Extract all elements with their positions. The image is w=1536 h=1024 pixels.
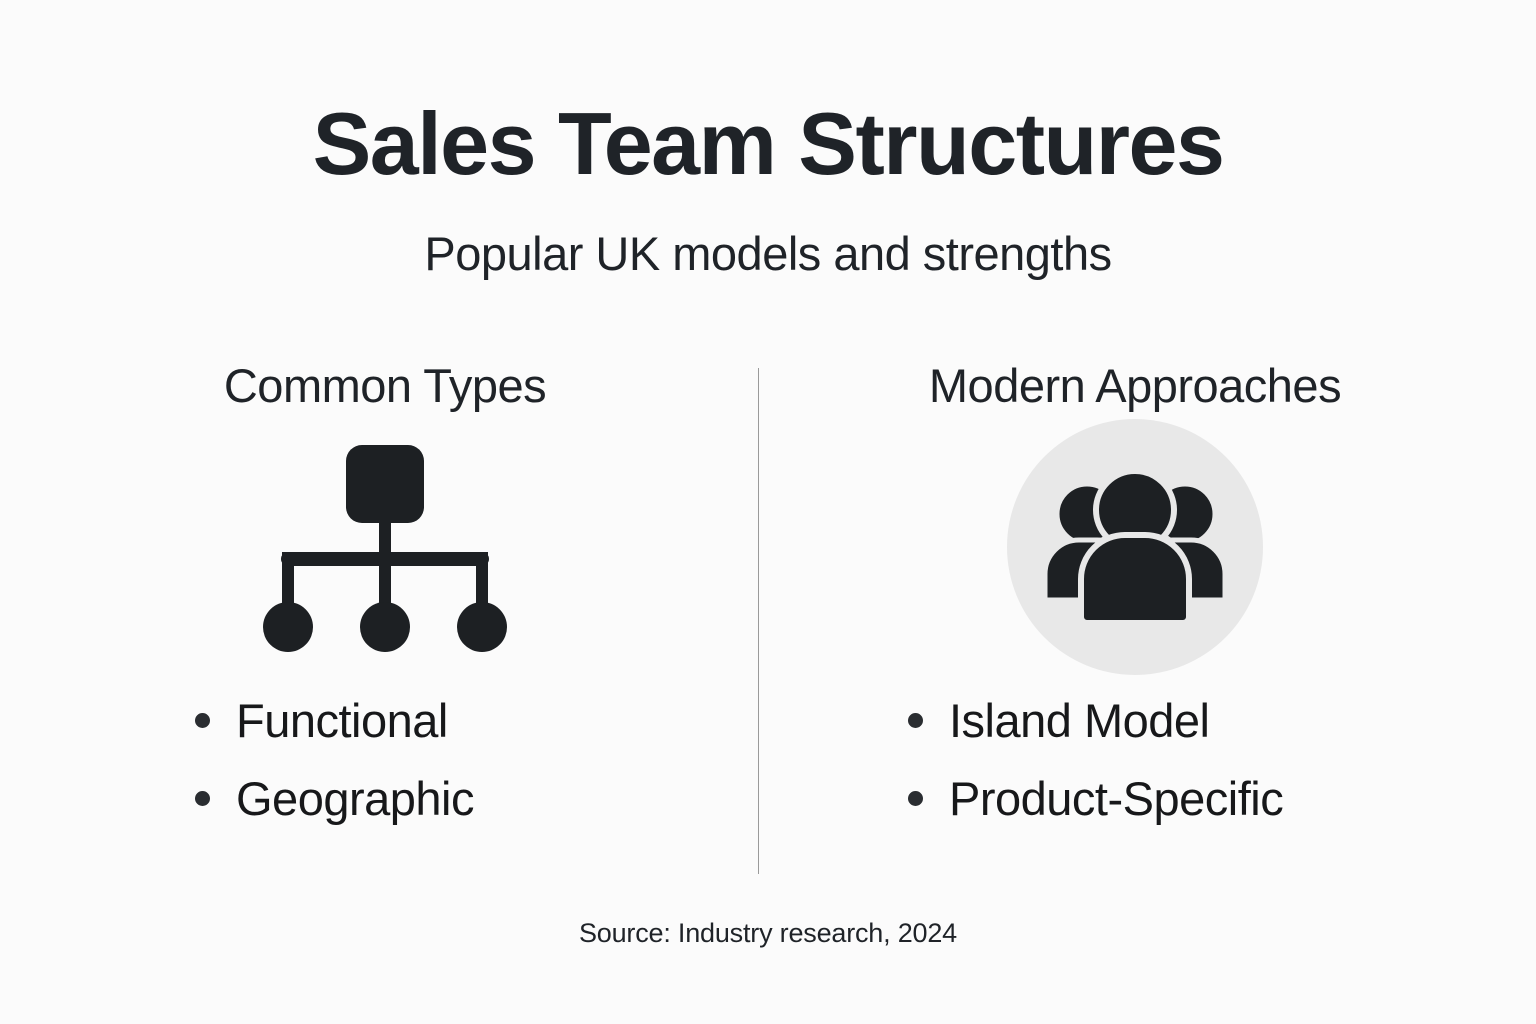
column-modern-approaches: Modern Approaches <box>790 360 1480 838</box>
page-title: Sales Team Structures <box>312 94 1225 193</box>
list-item: Functional <box>195 682 730 760</box>
column-heading-modern-approaches: Modern Approaches <box>928 359 1342 412</box>
bullet-label: Functional <box>236 694 448 748</box>
column-divider <box>758 368 759 874</box>
list-item: Product-Specific <box>908 760 1480 838</box>
list-item: Island Model <box>908 682 1480 760</box>
org-chart-icon <box>263 444 507 652</box>
bullet-dot-icon <box>195 791 210 807</box>
source-note: Source: Industry research, 2024 <box>578 918 957 948</box>
column-heading-common-types: Common Types <box>223 359 547 412</box>
bullet-dot-icon <box>908 713 923 729</box>
people-group-icon-container <box>790 412 1480 682</box>
bullet-dot-icon <box>908 791 923 807</box>
column-common-types: Common Types <box>40 360 730 838</box>
org-chart-icon-container <box>40 412 730 682</box>
bullet-dot-icon <box>195 713 210 729</box>
bullet-list-common-types: Functional Geographic <box>195 682 730 838</box>
bullet-label: Product-Specific <box>949 772 1284 826</box>
bullet-list-modern-approaches: Island Model Product-Specific <box>908 682 1480 838</box>
people-group-icon <box>1007 418 1263 675</box>
list-item: Geographic <box>195 760 730 838</box>
page-subtitle: Popular UK models and strengths <box>424 227 1112 280</box>
bullet-label: Island Model <box>949 694 1210 748</box>
bullet-label: Geographic <box>236 772 475 826</box>
